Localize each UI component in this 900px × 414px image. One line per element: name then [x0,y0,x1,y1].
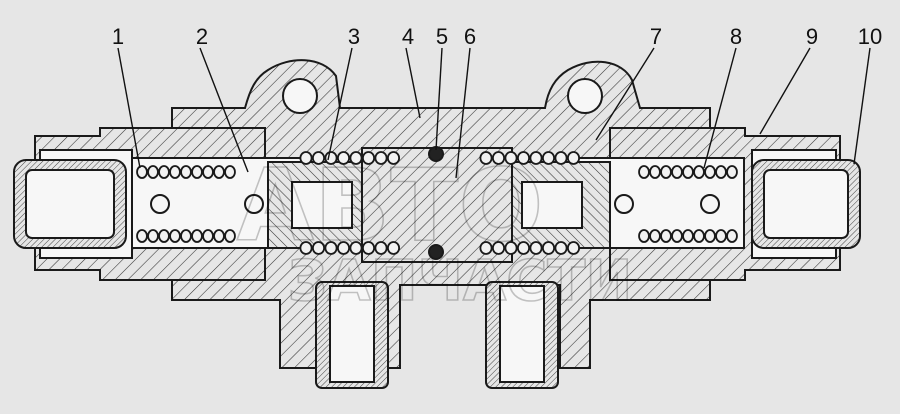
callout-8: 8 [730,24,742,49]
spring-coil [693,165,705,179]
leader-lines [117,47,871,179]
spring-coil [224,229,236,243]
spring-coil [638,229,650,243]
spring-coil [671,165,683,179]
spring-coil [693,229,705,243]
spring-coil [324,151,338,165]
spring-coil [504,241,518,255]
spring-coil [726,229,738,243]
spring-coil [147,229,159,243]
left-filter-plug [13,159,127,249]
spring-coil [361,241,376,255]
spring-coil [516,151,531,165]
spring-coil [554,241,568,255]
spring-coil [158,165,170,179]
spring-coil [180,229,192,243]
spring-coil [336,241,351,255]
spring-coil [299,241,313,255]
spring-coil [660,229,672,243]
spring-coil [299,151,313,165]
callout-5: 5 [436,24,448,49]
svg-text:АВТО: АВТО [237,147,544,264]
spring-coil [704,229,716,243]
spring-coil [180,165,192,179]
spring-coil [516,241,531,255]
spring-coil [224,165,236,179]
spring-coil [671,229,683,243]
spring-coil [529,241,543,255]
spring-coil [136,229,148,243]
spring-coil [638,165,650,179]
spring-coil [682,229,694,243]
spring-coil [349,241,363,255]
spring-coil [541,241,556,255]
check-balls [150,194,720,214]
spring-coil [349,151,363,165]
spring-coil [169,229,181,243]
spring-coil [386,241,401,255]
right-filter-plug [751,159,861,249]
spring-coil [529,151,543,165]
bottom-ports [315,281,559,389]
spring-coil [374,241,388,255]
spring-coil [311,241,326,255]
spring-coil [147,165,159,179]
watermark: АВТО ЗАПЧАСТИ [236,146,633,315]
spring-coil [566,241,581,255]
spring-coil [704,165,716,179]
callout-1: 1 [112,24,124,49]
spring-coil [158,229,170,243]
spring-coil [715,165,727,179]
spring-coil [479,241,493,255]
spring-coil [726,165,738,179]
spring-coil [491,151,506,165]
callout-6: 6 [464,24,476,49]
spring-coil [202,229,214,243]
callout-10: 10 [858,24,882,49]
callout-labels: 1 2 3 4 5 6 7 8 9 10 [112,24,882,49]
callout-4: 4 [402,24,414,49]
spring-coil [660,165,672,179]
spring-coil [136,165,148,179]
spring-coil [374,151,388,165]
spring-coil [169,165,181,179]
spring-coil [682,165,694,179]
spring-coil [566,151,581,165]
spring-coil [361,151,376,165]
spring-coil [554,151,568,165]
spring-coil [386,151,401,165]
spring-coil [202,165,214,179]
spring-coil [191,229,203,243]
callout-7: 7 [650,24,662,49]
spring-coil [213,229,225,243]
spring-coil [504,151,518,165]
spring-coil [191,165,203,179]
spring-coil [213,165,225,179]
callout-3: 3 [348,24,360,49]
svg-text:ЗАПЧАСТИ: ЗАПЧАСТИ [288,249,633,314]
springs [136,151,738,255]
spring-coil [336,151,351,165]
spring-coil [541,151,556,165]
spring-coil [715,229,727,243]
spring-coil [649,229,661,243]
callout-2: 2 [196,24,208,49]
spring-coil [649,165,661,179]
spring-coil [491,241,506,255]
spring-coil [324,241,338,255]
callout-9: 9 [806,24,818,49]
spring-coil [311,151,326,165]
spring-coil [479,151,493,165]
